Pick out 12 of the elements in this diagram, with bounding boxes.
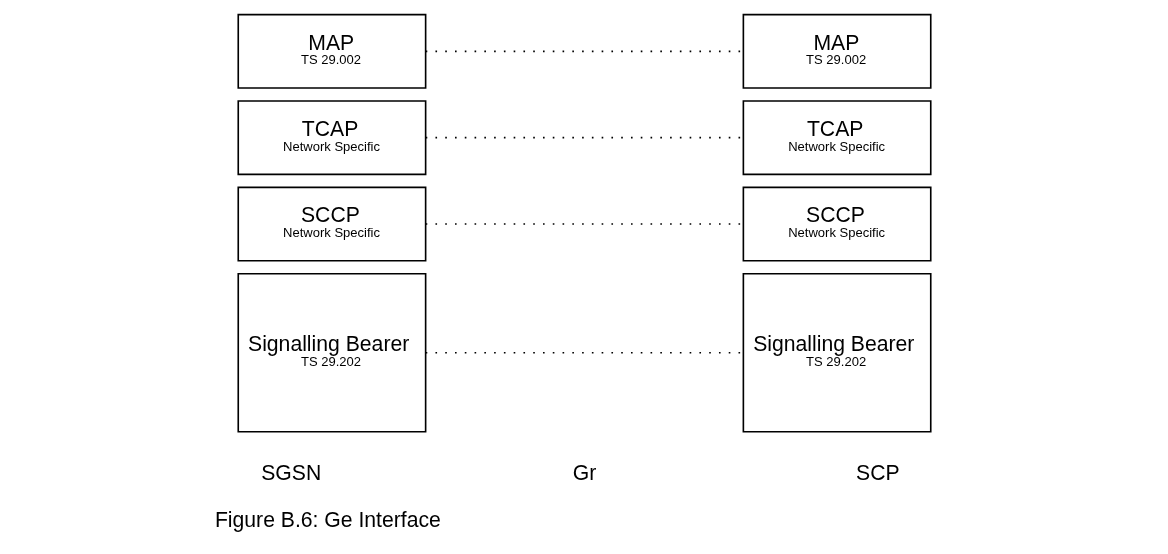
node-box: SCCP Network Specific [742, 186, 932, 262]
node-box: TCAP Network Specific [236, 100, 426, 176]
node-box: MAP TS 29.002 [236, 13, 426, 89]
caption: Figure B.6: Ge Interface [214, 507, 441, 531]
label: SCP [855, 460, 900, 484]
node-box: SCCP Network Specific [236, 186, 426, 262]
node-box: Signalling Bearer TS 29.202 [742, 272, 932, 433]
node-box: MAP TS 29.002 [742, 13, 932, 89]
node-box: TCAP Network Specific [742, 100, 932, 176]
node-box: Signalling Bearer TS 29.202 [236, 272, 426, 433]
label: Gr [572, 460, 596, 484]
label: SGSN [260, 460, 321, 484]
